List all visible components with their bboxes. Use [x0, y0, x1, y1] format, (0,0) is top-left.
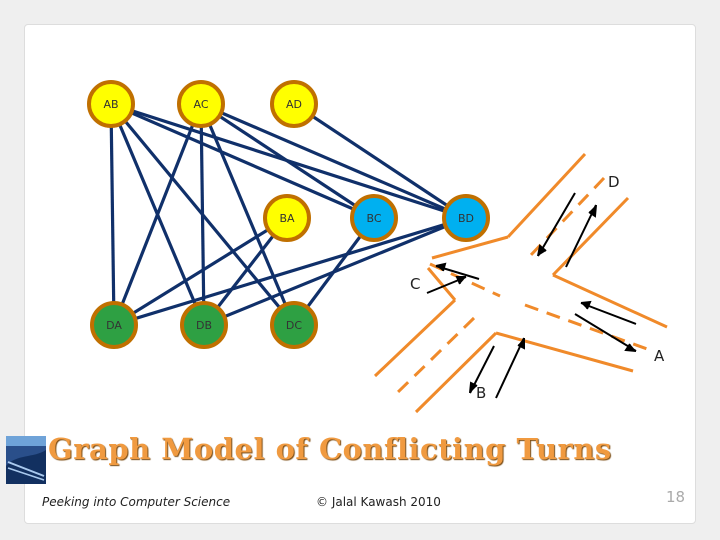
- graph-node-label: AB: [103, 98, 118, 111]
- graph-node-circle: [350, 194, 398, 242]
- arrow-a-in: [580, 302, 637, 325]
- graph-nodes: AB AC AD BA BC BD DA DB DC: [87, 80, 490, 349]
- graph-edge-db-bd: [203, 216, 467, 327]
- graph-node-label: DC: [286, 319, 302, 332]
- graph-node-label: AC: [193, 98, 208, 111]
- graph-node-bc: BC: [350, 194, 398, 242]
- arrow-d-out: [565, 204, 597, 268]
- arrow-a-out: [574, 313, 637, 352]
- graph-node-circle: [177, 80, 225, 128]
- graph-edge-ab-bc: [110, 102, 375, 220]
- traffic-arrows: [426, 192, 637, 399]
- graph-edge-ac-bc: [200, 102, 375, 220]
- graph-node-bd: BD: [442, 194, 490, 242]
- graph-edge-ad-bd: [293, 102, 467, 220]
- street-label-b: B: [476, 384, 486, 402]
- graph-node-da: DA: [90, 301, 138, 349]
- footer-course-name: Peeking into Computer Science: [42, 495, 231, 509]
- slide-title: Graph Model of Conflicting Turns: [48, 432, 612, 466]
- graph-node-circle: [87, 80, 135, 128]
- graph-node-label: DB: [196, 319, 212, 332]
- street-label-d: D: [608, 173, 620, 191]
- graph-edges: [109, 102, 467, 327]
- graph-edge-da-ba: [113, 216, 288, 327]
- graph-node-ac: AC: [177, 80, 225, 128]
- graph-edge-ac-da: [112, 103, 203, 326]
- intersection: D C A B: [373, 152, 668, 414]
- street-label-c: C: [410, 275, 420, 293]
- street-label-a: A: [654, 347, 665, 365]
- logo-icon: [6, 436, 46, 484]
- graph-node-ad: AD: [270, 80, 318, 128]
- graph-node-circle: [180, 301, 228, 349]
- graph-node-label: BD: [458, 212, 474, 225]
- graph-node-label: BA: [279, 212, 295, 225]
- graph-node-ab: AB: [87, 80, 135, 128]
- graph-node-circle: [263, 194, 311, 242]
- graph-edge-da-bd: [113, 216, 467, 327]
- arrow-b-in: [495, 337, 525, 399]
- graph-node-circle: [90, 301, 138, 349]
- graph-node-label: BC: [366, 212, 381, 225]
- graph-edge-ac-bd: [200, 102, 467, 220]
- graph-node-circle: [442, 194, 490, 242]
- graph-node-ba: BA: [263, 194, 311, 242]
- graph-node-db: DB: [180, 301, 228, 349]
- graph-node-circle: [270, 301, 318, 349]
- graph-node-circle: [270, 80, 318, 128]
- graph-node-dc: DC: [270, 301, 318, 349]
- graph-edge-ac-db: [199, 103, 206, 326]
- graph-edge-ab-da: [109, 103, 116, 326]
- road-surface-nw-se: [430, 226, 668, 366]
- arrow-d-in: [537, 192, 576, 257]
- page-number: 18: [666, 488, 686, 506]
- road-edges: [373, 152, 668, 414]
- footer-copyright: © Jalal Kawash 2010: [316, 495, 441, 509]
- graph-edge-ac-dc: [199, 103, 296, 326]
- graph-node-label: DA: [106, 319, 122, 332]
- graph-node-label: AD: [286, 98, 302, 111]
- slide: [24, 24, 696, 524]
